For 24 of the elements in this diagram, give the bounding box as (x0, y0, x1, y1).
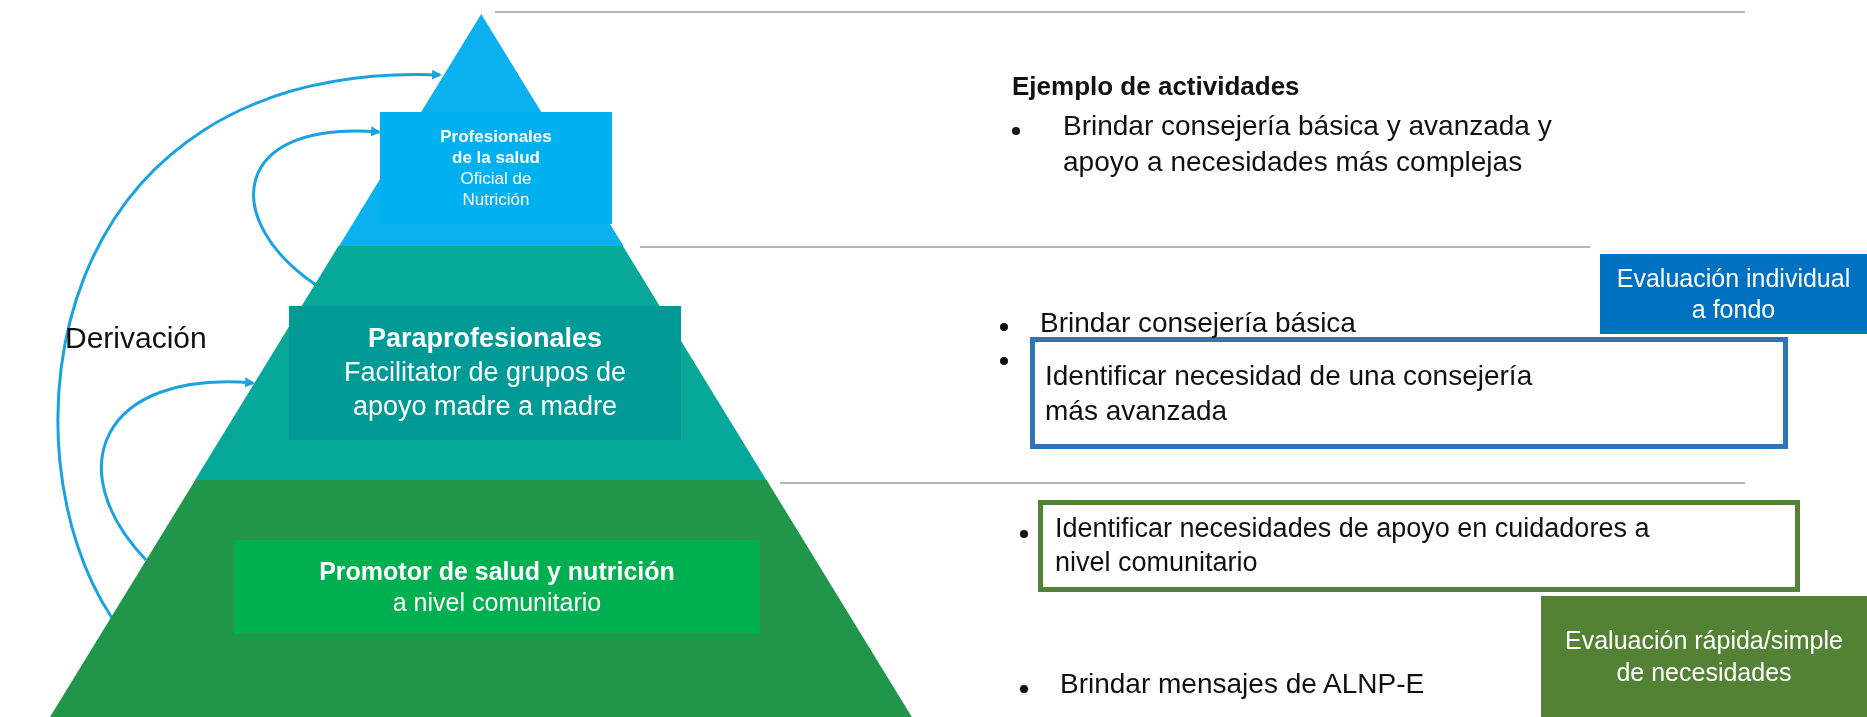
assessment-box (1541, 596, 1867, 717)
box-text: Evaluación individual a fondo (1615, 262, 1852, 325)
activity-text: Brindar mensajes de ALNP-E (1060, 667, 1425, 701)
curved-arrow (56, 70, 442, 619)
heading-text: Profesionales de la salud (439, 125, 553, 168)
pyramid-bottom-tier (50, 480, 912, 717)
section-heading: Ejemplo de actividades (1012, 70, 1300, 103)
body-text: Oficial de Nutrición (459, 168, 533, 211)
body-text: Facilitator de grupos de apoyo madre a madre (342, 356, 628, 423)
side-label: Derivación (65, 320, 207, 356)
assessment-box (1600, 254, 1867, 334)
heading-text: Promotor de salud y nutrición (319, 555, 675, 587)
curved-arrow (252, 126, 381, 287)
highlight-frame (1030, 337, 1788, 449)
activity-text: Brindar consejería básica (1040, 306, 1356, 340)
heading-text: Paraprofesionales (367, 322, 603, 356)
box-text: Evaluación rápida/simple de necesidades (1564, 625, 1844, 688)
tier-label-box (234, 540, 760, 634)
box-text: Identificar necesidad de una consejería más avanzada (1045, 359, 1534, 428)
highlight-frame (1038, 500, 1800, 592)
body-text: a nivel comunitario (392, 587, 602, 618)
curved-arrow (100, 377, 255, 561)
activity-text: Brindar consejería básica y avanzada y apoyo a necesidades más complejas (1063, 109, 1553, 180)
box-text: Identificar necesidades de apoyo en cuidadores a nivel comunitario (1055, 512, 1651, 579)
